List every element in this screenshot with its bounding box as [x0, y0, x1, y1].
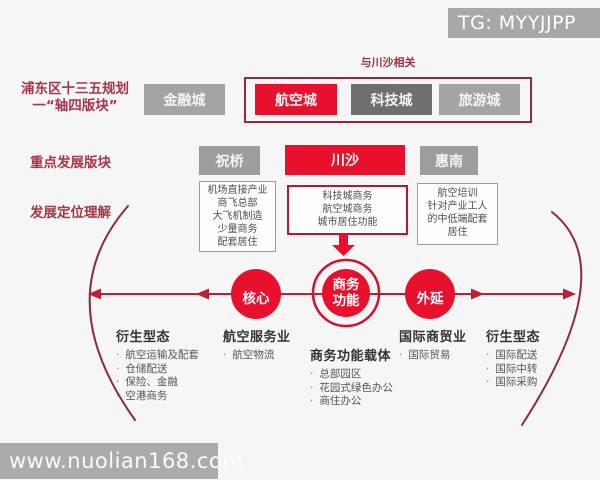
list-item: 国际中转: [486, 363, 540, 377]
column-list: 国际配送 国际中转 国际采购: [486, 349, 540, 390]
list-item: 航空物流: [223, 349, 291, 363]
derived-forms-right-column: 衍生型态 国际配送 国际中转 国际采购: [486, 326, 540, 390]
down-arrow-stem-icon: [339, 234, 348, 245]
aviation-city-box: 航空城: [255, 84, 337, 115]
telegram-badge: TG: MYYJJPP: [448, 8, 600, 38]
column-list: 国际贸易: [399, 349, 467, 363]
list-item: 国际配送: [486, 349, 540, 363]
list-item: 国际采购: [486, 376, 540, 390]
key-blocks-label: 重点发展版块: [30, 155, 111, 171]
huinan-block-box: 惠南: [420, 146, 478, 175]
business-function-carrier-column: 商务功能载体 总部园区 花园式绿色办公 商住办公: [310, 345, 393, 409]
zhuqiao-block-box: 祝桥: [199, 146, 260, 175]
left-end-arrowhead-icon: [88, 288, 101, 300]
related-to-chuansha-label: 与川沙相关: [360, 56, 416, 69]
international-trade-column: 国际商贸业 国际贸易: [399, 326, 467, 363]
aviation-services-column: 航空服务业 航空物流: [223, 326, 291, 363]
column-list: 航空物流: [223, 349, 291, 363]
related-cities-container: [244, 77, 532, 123]
website-watermark: www.nuolian168.com: [0, 443, 243, 479]
tech-city-box: 科技城: [351, 84, 432, 115]
column-heading: 国际商贸业: [399, 330, 467, 345]
business-circle-label: 商务 功能: [332, 277, 360, 309]
zhuqiao-definition-box: 机场直接产业 商飞总部 大飞机制造 少量商务 配套居住: [199, 181, 276, 252]
finance-city-box: 金融城: [144, 84, 225, 115]
extension-circle-label: 外延: [416, 291, 444, 307]
core-circle-label: 核心: [242, 291, 270, 307]
mid-left-arrowhead-icon: [196, 288, 209, 300]
down-arrow-icon: [332, 245, 355, 256]
column-list: 总部园区 花园式绿色办公 商住办公: [310, 368, 393, 409]
column-heading: 商务功能载体: [310, 349, 392, 364]
right-end-arrowhead-icon: [563, 288, 576, 300]
column-heading: 衍生型态: [116, 330, 171, 345]
list-item: 国际贸易: [399, 349, 467, 363]
list-item: 保险、金融: [116, 376, 199, 390]
mid-right-arrowhead-icon: [471, 288, 484, 300]
column-list: 航空运输及配套 仓储配送 保险、金融 空港商务: [116, 349, 199, 403]
tourism-city-box: 旅游城: [439, 84, 520, 115]
list-item: 空港商务: [116, 390, 199, 404]
chuansha-block-box: 川沙: [285, 145, 405, 175]
derived-forms-left-column: 衍生型态 航空运输及配套 仓储配送 保险、金融 空港商务: [116, 326, 199, 403]
list-item: 花园式绿色办公: [310, 382, 393, 396]
list-item: 航空运输及配套: [116, 349, 199, 363]
list-item: 仓储配送: [116, 363, 199, 377]
chuansha-definition-box: 科技城商务 航空城商务 城市居住功能: [287, 185, 408, 235]
plan-title-label: 浦东区十三五规划 一“轴四版块”: [21, 81, 129, 114]
right-ellipse-arc: [521, 211, 583, 426]
list-item: 总部园区: [310, 368, 393, 382]
huinan-definition-box: 航空培训 针对产业工人 的中低端配套 居住: [417, 183, 498, 245]
column-heading: 航空服务业: [223, 330, 291, 345]
column-heading: 衍生型态: [486, 330, 541, 345]
positioning-label: 发展定位理解: [30, 205, 111, 221]
list-item: 商住办公: [310, 395, 393, 409]
